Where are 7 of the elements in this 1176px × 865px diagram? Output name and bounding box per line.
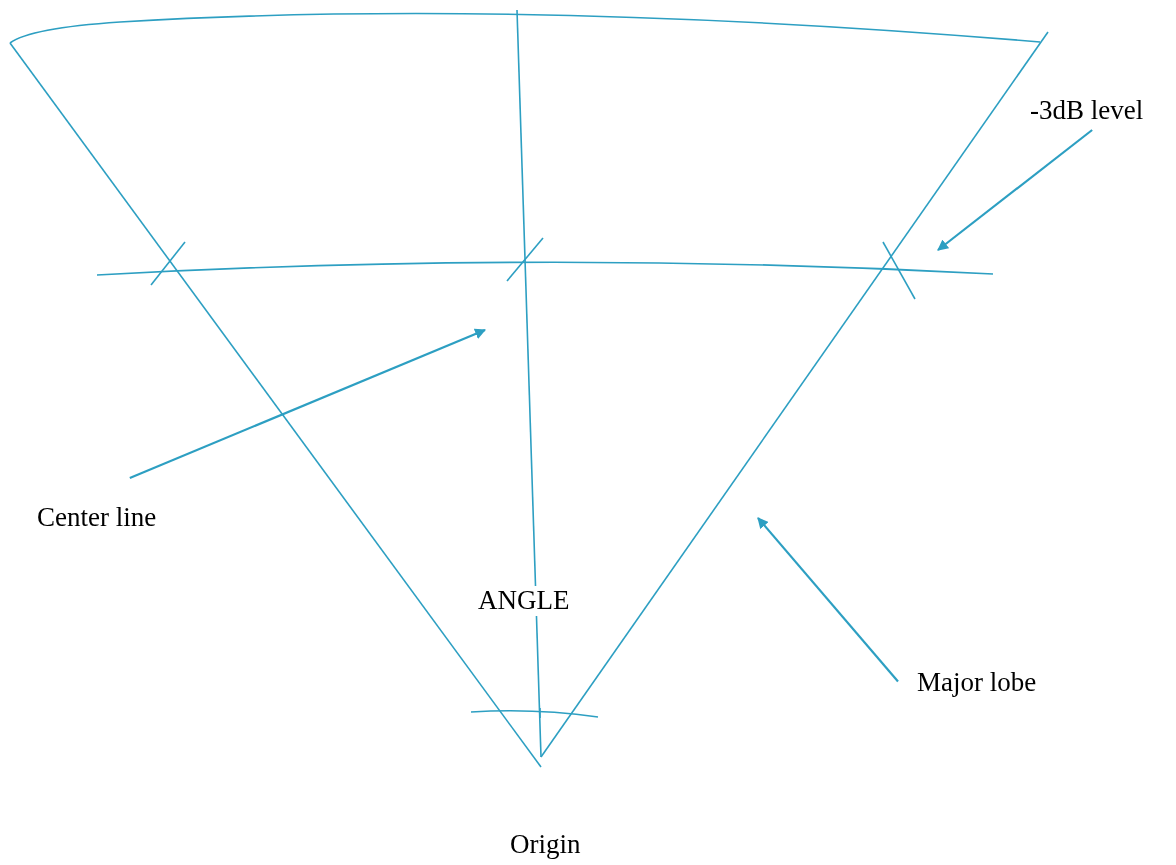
angle-label: ANGLE: [478, 586, 570, 616]
leader-arrow: [129, 328, 486, 479]
leader-arrow: [937, 129, 1093, 251]
callout-text: Major lobe: [917, 668, 1037, 698]
callout-text: -3dB level: [1030, 96, 1144, 126]
callout-text: Center line: [37, 503, 157, 533]
leader-arrow: [757, 517, 899, 683]
